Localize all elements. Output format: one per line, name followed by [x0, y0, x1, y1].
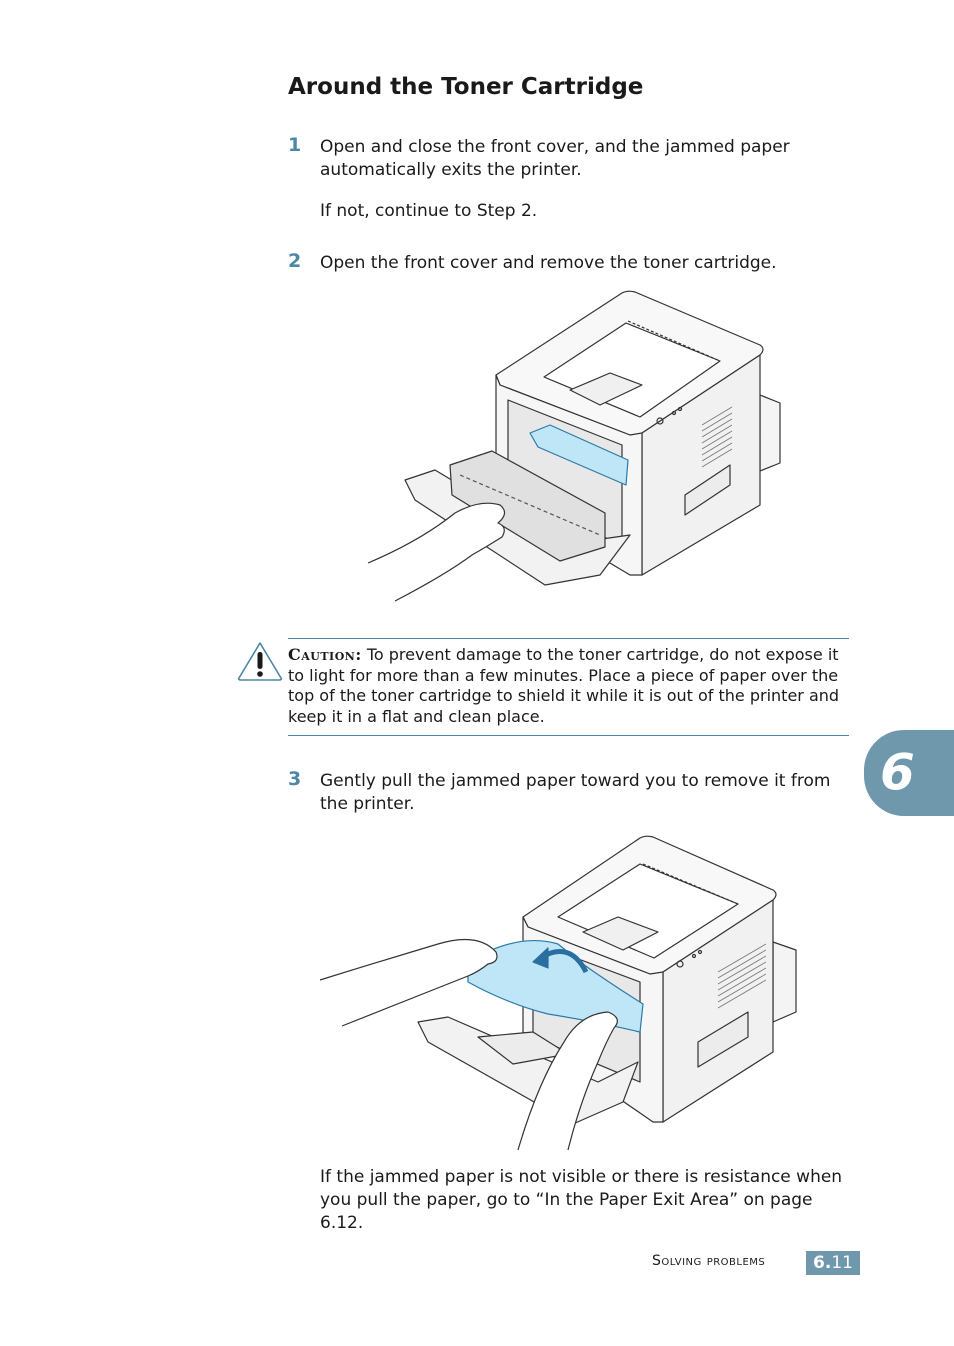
- caution-icon: [237, 642, 283, 681]
- step-number: 1: [288, 134, 302, 156]
- caution-label: Caution:: [288, 645, 362, 664]
- step-text: Open and close the front cover, and the …: [320, 137, 790, 180]
- step-note: If not, continue to Step 2.: [320, 201, 538, 221]
- step-number: 3: [288, 768, 302, 790]
- chapter-tab: [864, 730, 954, 816]
- step-text: Open the front cover and remove the tone…: [320, 253, 777, 273]
- caution-message: To prevent damage to the toner cartridge…: [288, 645, 840, 726]
- page-chapter: 6.: [813, 1253, 832, 1273]
- page-number: 11: [831, 1253, 853, 1273]
- caution-box: Caution: To prevent damage to the toner …: [288, 638, 849, 736]
- page-title: Around the Toner Cartridge: [288, 74, 644, 100]
- chapter-number: 6: [880, 743, 915, 801]
- caution-text: Caution: To prevent damage to the toner …: [288, 645, 849, 727]
- footer-section-label: Solving problems: [652, 1253, 766, 1269]
- printer-toner-removal-illustration: [367, 290, 781, 602]
- paper-jam-removal-illustration: [319, 835, 797, 1151]
- closing-text: If the jammed paper is not visible or th…: [320, 1167, 843, 1233]
- step-text: Gently pull the jammed paper toward you …: [320, 771, 831, 814]
- step-number: 2: [288, 250, 302, 272]
- page-number-badge: 6.11: [806, 1251, 860, 1275]
